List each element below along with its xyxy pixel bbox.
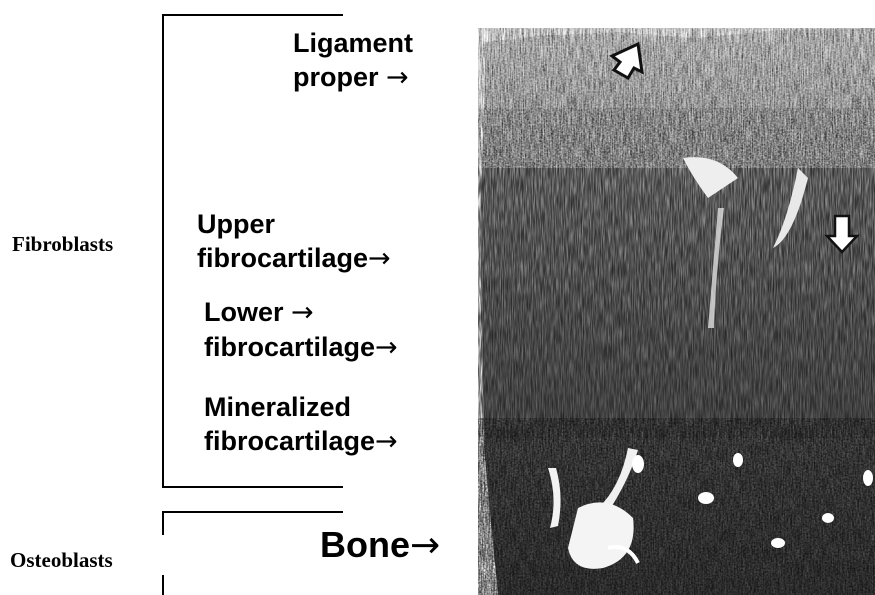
histology-micrograph (478, 28, 875, 595)
right-arrow-icon: → (410, 525, 440, 566)
mineralized-fibrocartilage-line1: Mineralized (204, 390, 398, 424)
osteoblasts-label: Osteoblasts (10, 548, 113, 573)
right-arrow-icon: → (368, 243, 391, 274)
lower-fibrocartilage-label: Lower → fibrocartilage→ (204, 295, 398, 365)
upper-fibrocartilage-label: Upper fibrocartilage→ (197, 207, 391, 276)
right-arrow-icon: → (375, 332, 398, 363)
bone-label: Bone→ (320, 525, 440, 566)
upper-fibrocartilage-line2-text: fibrocartilage (197, 243, 368, 273)
upper-fibrocartilage-line2: fibrocartilage→ (197, 241, 391, 276)
mineralized-fibrocartilage-line2-text: fibrocartilage (204, 426, 375, 456)
lower-fibrocartilage-line1: Lower → (204, 295, 398, 330)
upper-fibrocartilage-line1: Upper (197, 207, 391, 241)
micrograph-image (478, 28, 875, 595)
ligament-proper-line2: proper → (293, 60, 413, 95)
lower-fibrocartilage-line1-text: Lower (204, 297, 284, 327)
mineralized-fibrocartilage-label: Mineralized fibrocartilage→ (204, 390, 398, 459)
ligament-proper-line2-text: proper (293, 62, 379, 92)
ligament-proper-label: Ligament proper → (293, 26, 413, 95)
lower-fibrocartilage-line2: fibrocartilage→ (204, 330, 398, 365)
right-arrow-icon: → (375, 426, 398, 457)
mineralized-fibrocartilage-line2: fibrocartilage→ (204, 424, 398, 459)
ligament-proper-line1: Ligament (293, 26, 413, 60)
right-arrow-icon: → (291, 297, 314, 328)
right-arrow-icon: → (386, 62, 409, 93)
bone-label-text: Bone (320, 524, 410, 565)
lower-fibrocartilage-line2-text: fibrocartilage (204, 332, 375, 362)
fibroblasts-label: Fibroblasts (12, 232, 113, 257)
